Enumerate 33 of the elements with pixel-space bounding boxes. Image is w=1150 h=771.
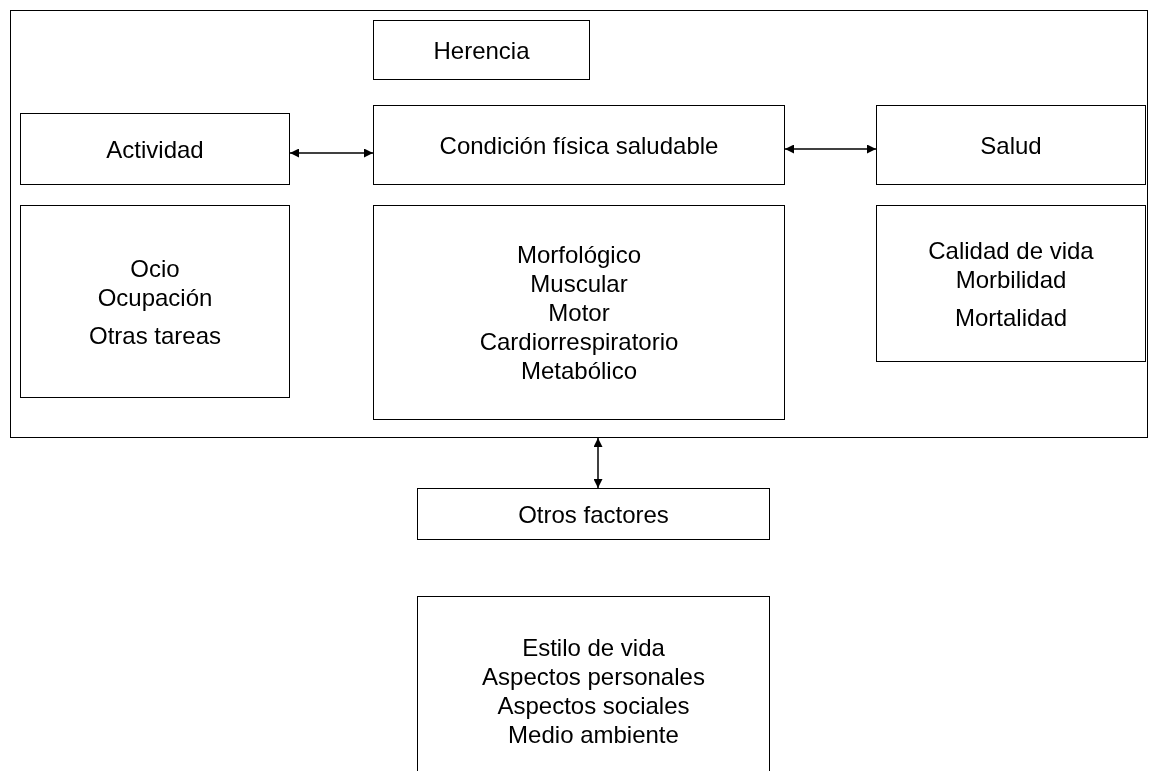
box-text: Medio ambiente [508,720,679,749]
box-text: Calidad de vida [928,235,1094,265]
box-text: Salud [980,130,1042,160]
box-text: Estilo de vida [522,633,665,662]
box-text: Cardiorrespiratorio [479,327,679,356]
text-box [417,596,770,771]
box-text: Muscular [530,269,628,298]
box-text: Herencia [433,35,530,65]
box-text: Otras tareas [88,320,221,350]
double-arrow [593,437,603,489]
double-arrow [289,148,374,158]
box-text: Otros factores [518,499,669,529]
double-arrow [784,144,877,154]
box-text: Morfológico [516,240,642,269]
text-box [373,205,785,420]
box-text: Condición física saludable [439,130,719,160]
box-text: Aspectos personales [482,662,705,691]
box-text: Mortalidad [954,302,1068,332]
box-text: Motor [548,298,610,327]
box-text: Morbilidad [955,264,1067,294]
text-box [373,20,590,80]
frame-box [10,10,1148,438]
text-box [20,113,290,185]
text-box [373,105,785,185]
box-text: Aspectos sociales [497,691,690,720]
text-box [876,205,1146,362]
box-text: Actividad [106,134,204,164]
text-box [876,105,1146,185]
text-box [417,488,770,540]
box-text: Metabólico [520,356,638,385]
text-box [20,205,290,398]
box-text: Ocio [130,253,180,283]
box-text: Ocupación [97,282,213,312]
